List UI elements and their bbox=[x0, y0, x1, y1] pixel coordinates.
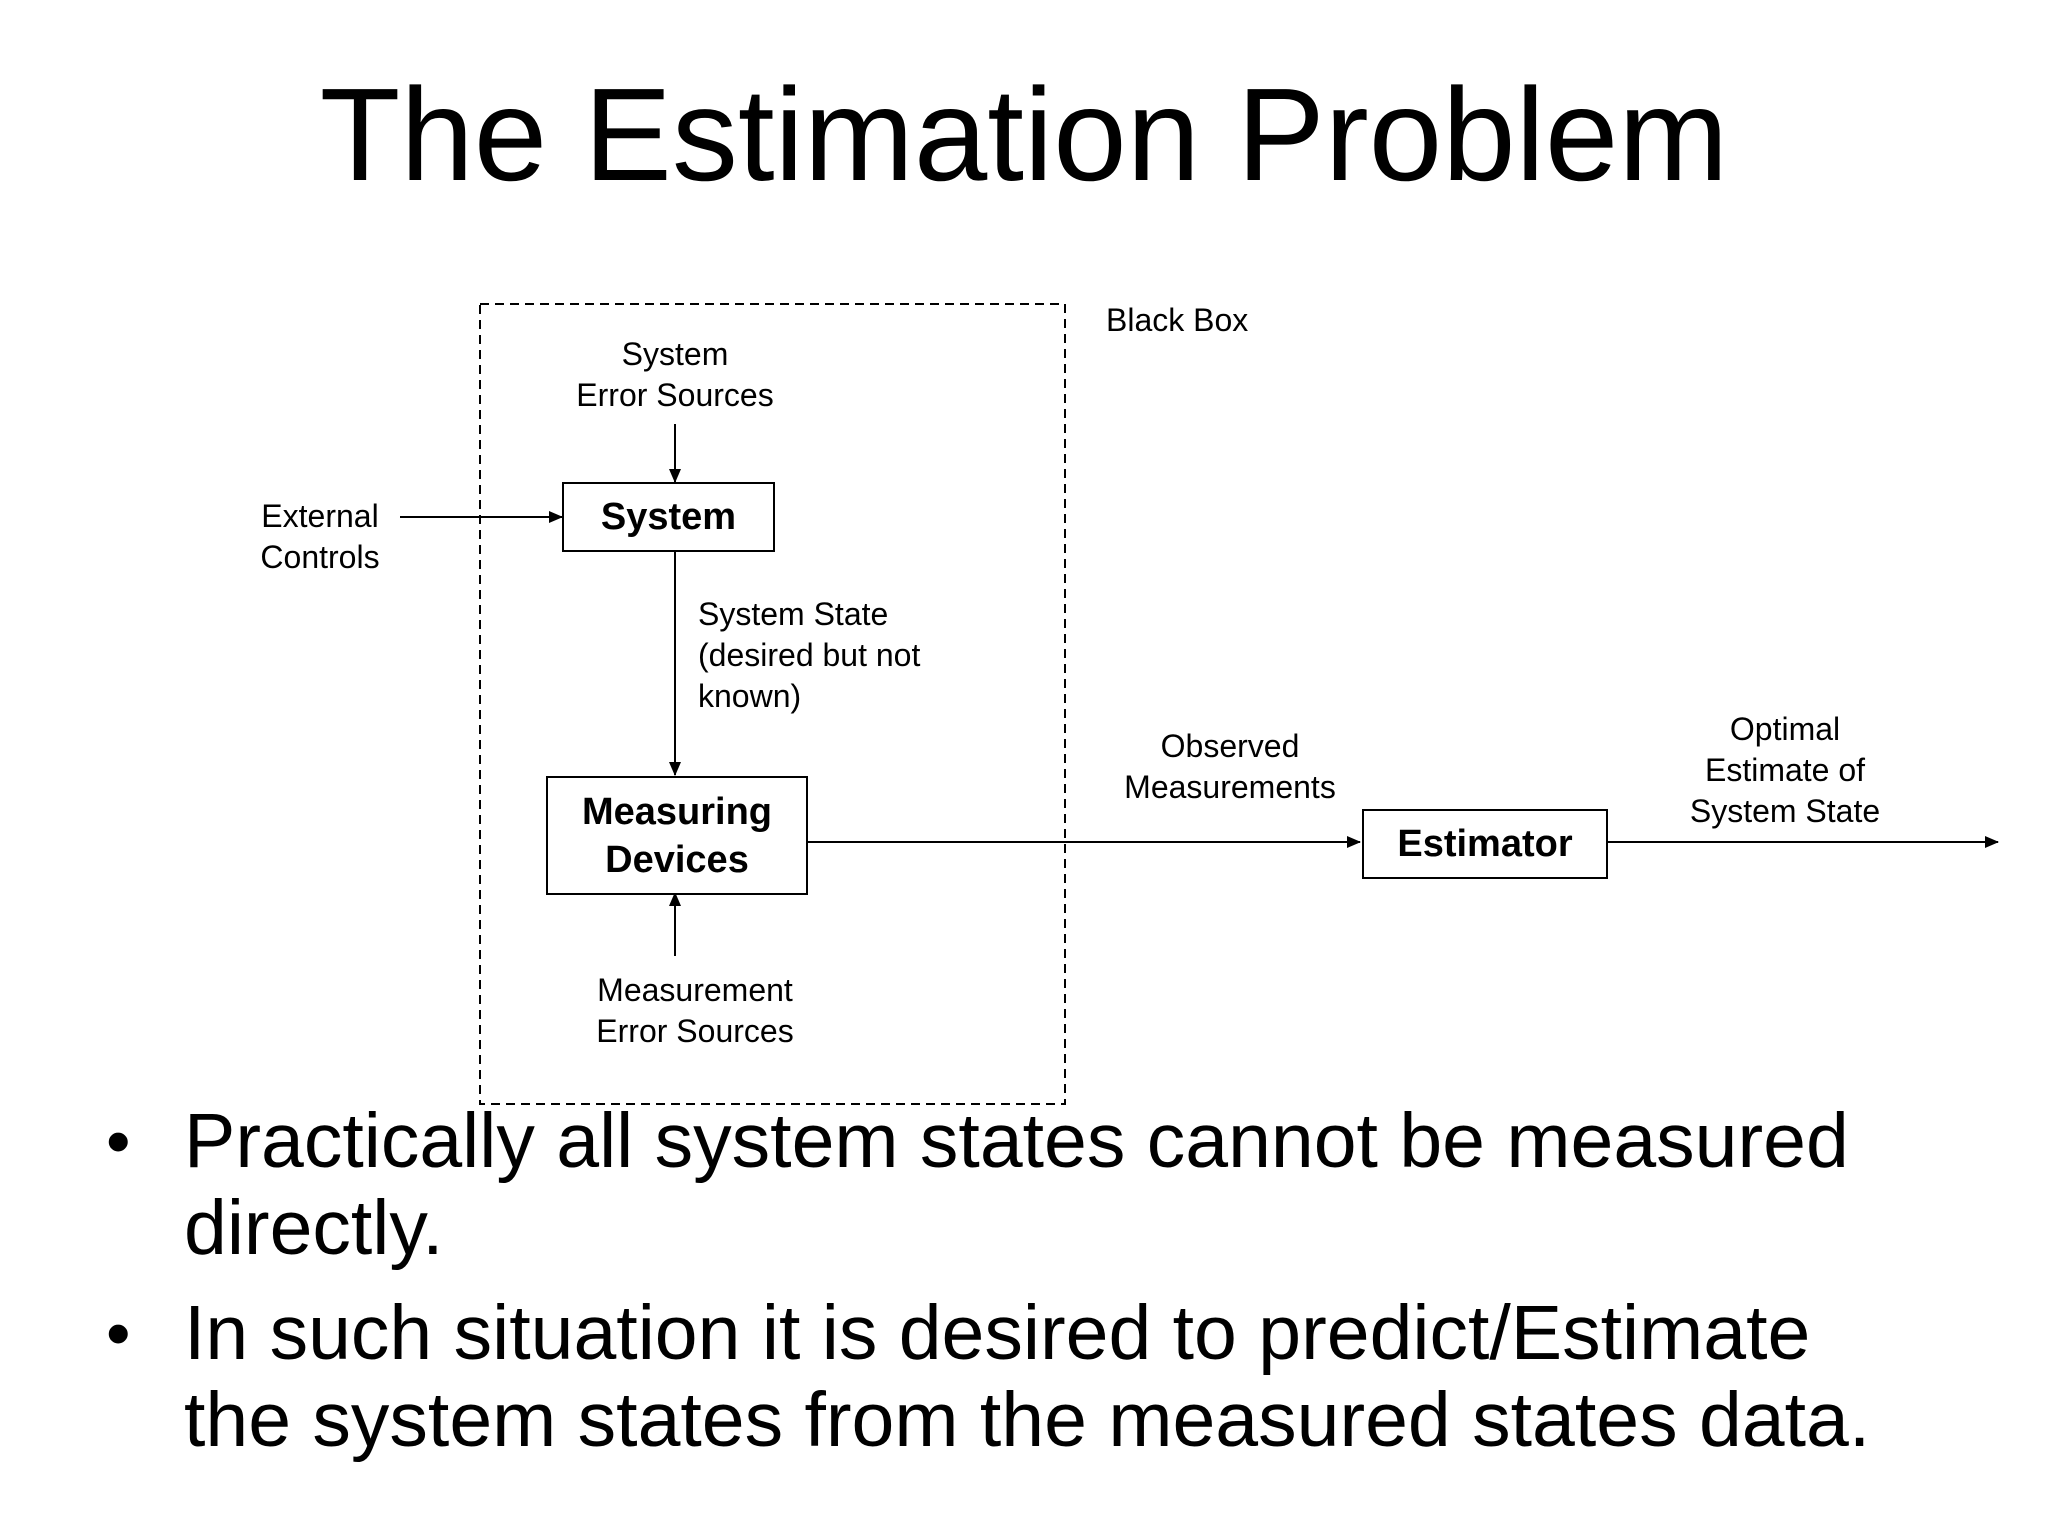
external-controls-label: External Controls bbox=[240, 496, 400, 578]
system-state-line-3: known) bbox=[698, 678, 802, 714]
black-box-boundary bbox=[479, 303, 1066, 1105]
system-state-line-1: System State bbox=[698, 596, 889, 632]
measuring-devices-line-2: Devices bbox=[605, 838, 749, 881]
measurement-error-sources-label: Measurement Error Sources bbox=[570, 970, 820, 1052]
system-state-label: System State (desired but not known) bbox=[698, 594, 920, 717]
bullet-1-line-1: Practically all system states cannot be … bbox=[184, 1098, 1849, 1184]
system-error-sources-label: System Error Sources bbox=[560, 334, 790, 416]
measurement-error-sources-line-2: Error Sources bbox=[596, 1013, 794, 1049]
external-controls-line-2: Controls bbox=[260, 539, 380, 575]
optimal-estimate-line-2: Estimate of bbox=[1704, 752, 1866, 788]
optimal-estimate-line-1: Optimal bbox=[1729, 711, 1841, 747]
measuring-devices-line-1: Measuring bbox=[581, 790, 773, 833]
bullet-2-line-1: In such situation it is desired to predi… bbox=[184, 1290, 1811, 1376]
slide-title: The Estimation Problem bbox=[319, 61, 1729, 208]
bullet-dot-icon: • bbox=[106, 1102, 131, 1180]
system-error-sources-line-2: Error Sources bbox=[576, 377, 774, 413]
optimal-estimate-line-3: System State bbox=[1689, 793, 1881, 829]
bullet-2-line-2: the system states from the measured stat… bbox=[184, 1377, 1871, 1463]
system-state-line-2: (desired but not bbox=[698, 637, 921, 673]
observed-measurements-line-1: Observed bbox=[1160, 728, 1300, 764]
observed-measurements-label: Observed Measurements bbox=[1110, 726, 1350, 808]
bullet-list: • Practically all system states cannot b… bbox=[100, 1098, 2000, 1482]
measuring-devices-box: Measuring Devices bbox=[546, 776, 808, 895]
bullet-item: • In such situation it is desired to pre… bbox=[100, 1290, 2000, 1464]
black-box-label: Black Box bbox=[1106, 302, 1249, 338]
optimal-estimate-label: Optimal Estimate of System State bbox=[1660, 709, 1910, 832]
system-error-sources-line-1: System bbox=[621, 336, 729, 372]
observed-measurements-line-2: Measurements bbox=[1124, 769, 1336, 805]
bullet-item: • Practically all system states cannot b… bbox=[100, 1098, 2000, 1272]
estimator-box: Estimator bbox=[1362, 809, 1608, 879]
bullet-1-line-2: directly. bbox=[184, 1185, 444, 1271]
bullet-dot-icon: • bbox=[106, 1294, 131, 1372]
measurement-error-sources-line-1: Measurement bbox=[597, 972, 793, 1008]
system-box: System bbox=[562, 482, 775, 552]
external-controls-line-1: External bbox=[261, 498, 379, 534]
